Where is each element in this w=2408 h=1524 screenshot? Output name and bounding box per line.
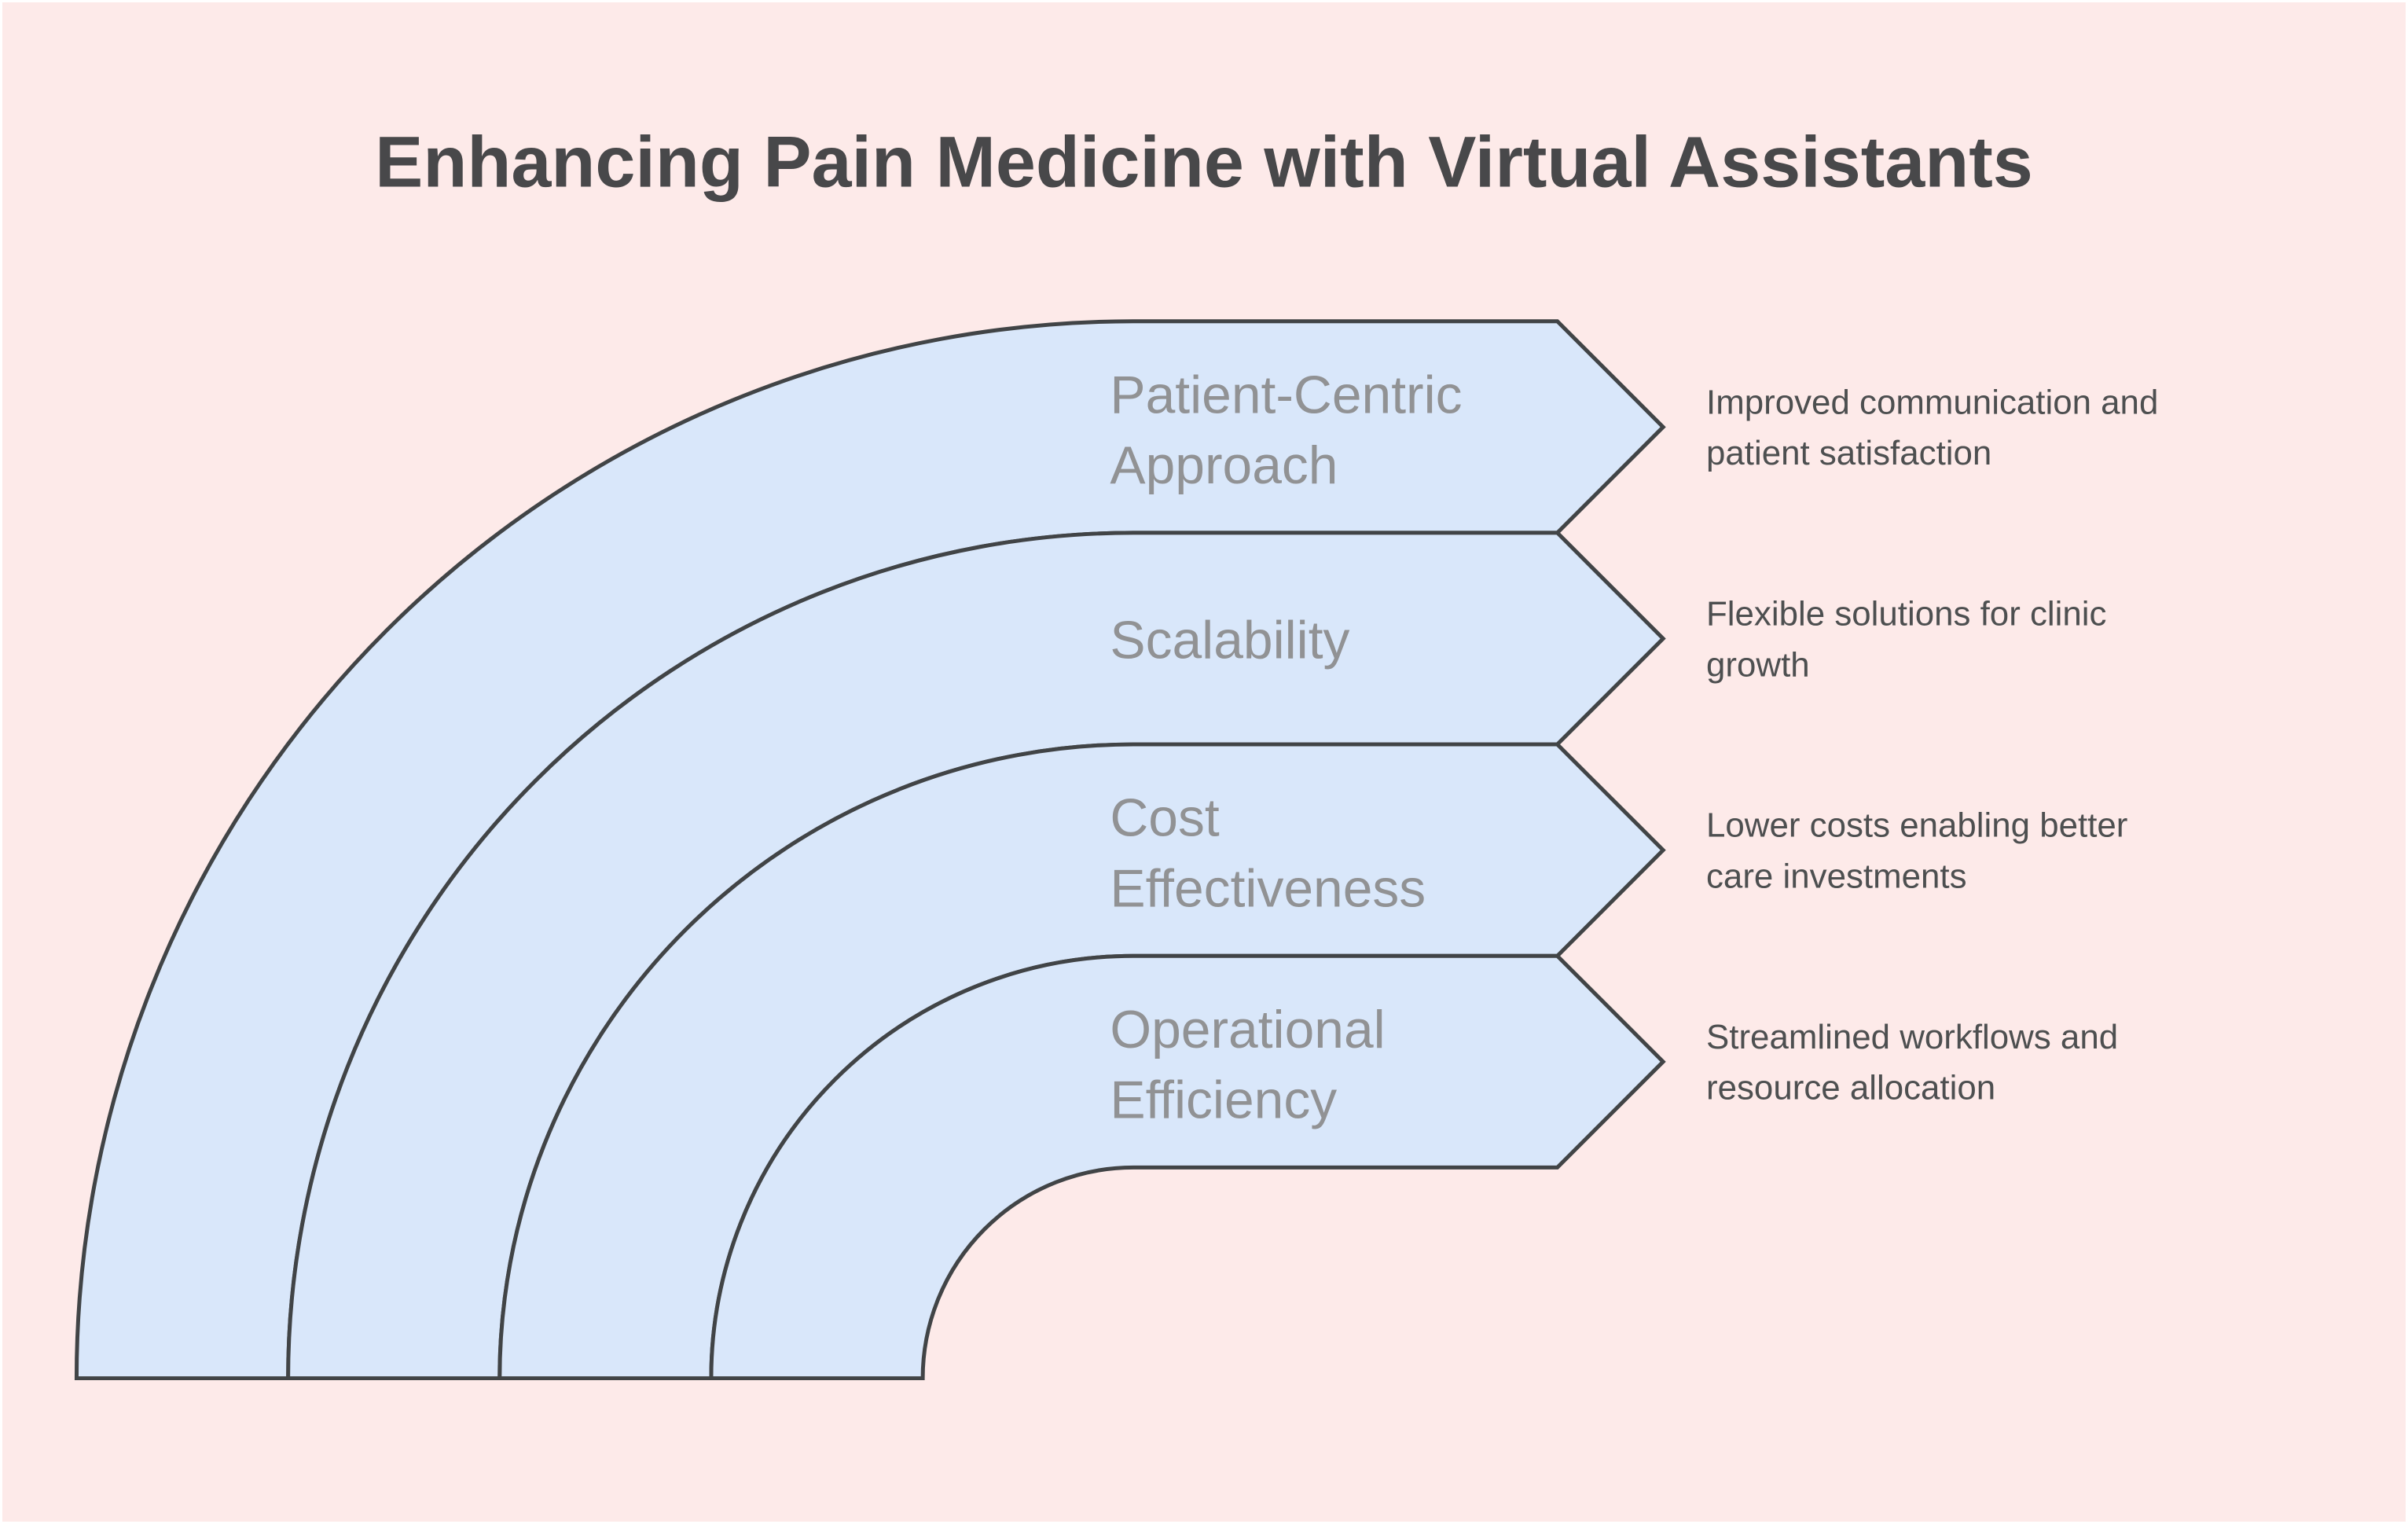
band-label-line: Cost xyxy=(1110,789,1220,848)
page-title: Enhancing Pain Medicine with Virtual Ass… xyxy=(375,122,2033,202)
band-label-cost-effectiveness: Cost Effectiveness xyxy=(1110,789,1426,919)
band-description-line: growth xyxy=(1706,645,1810,684)
band-label-scalability: Scalability xyxy=(1110,611,1349,670)
band-shape-operational-efficiency xyxy=(709,953,1666,1381)
band-description-scalability: Flexible solutions for clinic growth xyxy=(1706,595,2116,685)
band-label-line: Approach xyxy=(1110,436,1338,495)
band-description-line: care investments xyxy=(1706,857,1967,896)
band-label-line: Patient-Centric xyxy=(1110,365,1462,424)
band-description-line: Flexible solutions for clinic xyxy=(1706,595,2106,633)
band-description-line: Streamlined workflows and xyxy=(1706,1018,2118,1056)
band-label-line: Efficiency xyxy=(1110,1071,1337,1130)
band-label-line: Operational xyxy=(1110,1001,1385,1059)
band-description-line: patient satisfaction xyxy=(1706,434,1991,472)
band-description-operational-efficiency: Streamlined workflows and resource alloc… xyxy=(1706,1018,2127,1107)
band-label-operational-efficiency: Operational Efficiency xyxy=(1110,1001,1400,1130)
band-label-patient-centric: Patient-Centric Approach xyxy=(1110,365,1477,495)
band-description-line: resource allocation xyxy=(1706,1069,1995,1107)
band-label-line: Effectiveness xyxy=(1110,859,1426,918)
band-description-cost-effectiveness: Lower costs enabling better care investm… xyxy=(1706,806,2138,896)
band-description-patient-centric: Improved communication and patient satis… xyxy=(1706,383,2168,472)
band-description-line: Improved communication and xyxy=(1706,383,2158,421)
band-label-line: Scalability xyxy=(1110,611,1349,670)
band-description-line: Lower costs enabling better xyxy=(1706,806,2127,845)
